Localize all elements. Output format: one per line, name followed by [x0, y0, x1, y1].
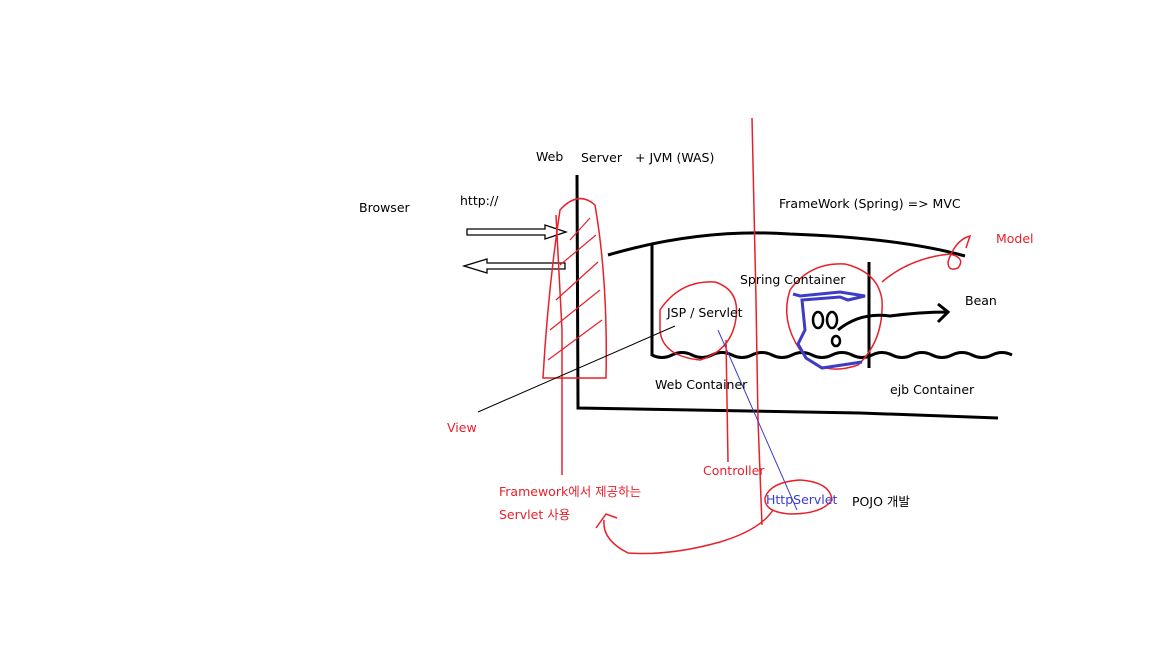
red-vertical-line-main — [751, 117, 763, 526]
label-controller: Controller — [703, 463, 765, 478]
controller-line — [725, 339, 729, 463]
http-servlet-connector-line — [717, 329, 798, 511]
label-view: View — [447, 420, 477, 435]
label-server: Server — [581, 150, 622, 165]
label-framework-mvc: FrameWork (Spring) => MVC — [779, 196, 961, 211]
container-divider-wave — [651, 351, 1013, 359]
servlet-shape-hatching — [547, 217, 603, 361]
label-spring-container: Spring Container — [740, 272, 846, 287]
server-wall-line — [575, 174, 999, 420]
request-arrow[interactable] — [466, 224, 569, 240]
spring-container-bean-shape[interactable] — [792, 290, 866, 370]
spring-container-circle — [785, 263, 883, 370]
model-connector-line — [881, 234, 972, 283]
label-model: Model — [996, 231, 1034, 246]
label-web: Web — [536, 149, 564, 164]
red-vertical-line-left — [555, 214, 563, 475]
label-http-servlet: HttpServlet — [766, 492, 838, 507]
label-ejb-container: ejb Container — [890, 382, 975, 397]
label-pojo: POJO 개발 — [852, 494, 910, 509]
label-bean: Bean — [965, 293, 997, 308]
bean-eye-left — [811, 310, 825, 330]
framework-servlet-shape — [542, 197, 608, 379]
label-jsp-servlet: JSP / Servlet — [667, 305, 743, 320]
label-browser: Browser — [359, 200, 410, 215]
framework-arc — [607, 231, 966, 258]
bean-eye-right — [825, 310, 839, 330]
label-framework-servlet-line2: Servlet 사용 — [499, 507, 571, 522]
label-http: http:// — [460, 193, 499, 208]
label-framework-servlet-line1: Framework에서 제공하는 — [499, 484, 642, 499]
bean-mouth — [830, 334, 842, 348]
view-connector-line — [477, 325, 676, 413]
http-servlet-circle — [764, 479, 833, 515]
return-curve-arrow — [595, 509, 774, 555]
label-jvm-was: + JVM (WAS) — [635, 150, 715, 165]
bean-arrow[interactable] — [837, 302, 951, 332]
response-arrow[interactable] — [461, 258, 566, 274]
jsp-servlet-circle — [659, 281, 738, 361]
label-web-container: Web Container — [655, 377, 748, 392]
